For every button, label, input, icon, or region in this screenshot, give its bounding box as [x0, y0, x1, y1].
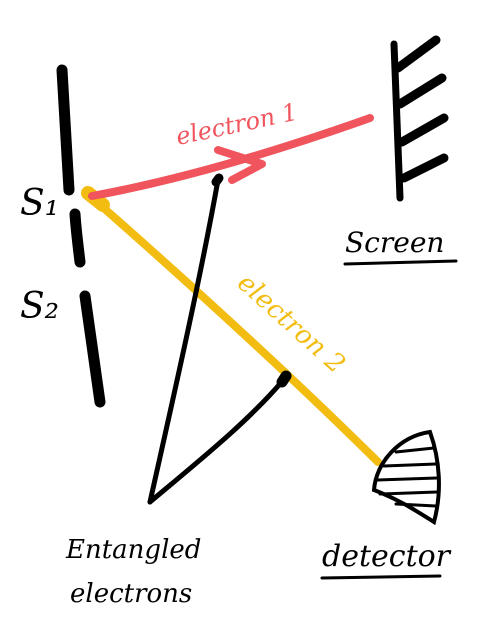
pointer-end-dot-electron-1: [211, 173, 224, 187]
electron-2-label: electron 2: [231, 268, 350, 380]
pointer-end-dot-electron-2: [276, 370, 292, 388]
electron-1-label: electron 1: [173, 98, 300, 151]
barrier-middle-segment: [69, 208, 86, 268]
detector-label: detector: [322, 539, 452, 574]
detector-label-underline: [320, 574, 442, 580]
pointer-to-electron-2: [147, 375, 288, 505]
slit-2-label: S₂: [20, 286, 59, 327]
screen-label-underline: [343, 259, 458, 266]
pointer-to-electron-1: [147, 177, 221, 505]
entanglement-pointer-lines: [147, 173, 292, 505]
electron-1-path: [88, 114, 374, 200]
hatched-detector-icon: [371, 429, 441, 526]
slit-barrier: [56, 64, 106, 408]
entangled-electrons-label-line1: Entangled: [65, 535, 201, 565]
screen-label: Screen: [345, 226, 444, 259]
slit-1-label: S₁: [20, 183, 59, 224]
barrier-top-segment: [56, 64, 75, 196]
entangled-electrons-label-line2: electrons: [70, 579, 192, 609]
barrier-bottom-segment: [79, 290, 106, 408]
electron-2-path: [86, 192, 382, 466]
hatched-screen-icon: [390, 35, 449, 202]
arrowhead-icon: [214, 146, 266, 184]
